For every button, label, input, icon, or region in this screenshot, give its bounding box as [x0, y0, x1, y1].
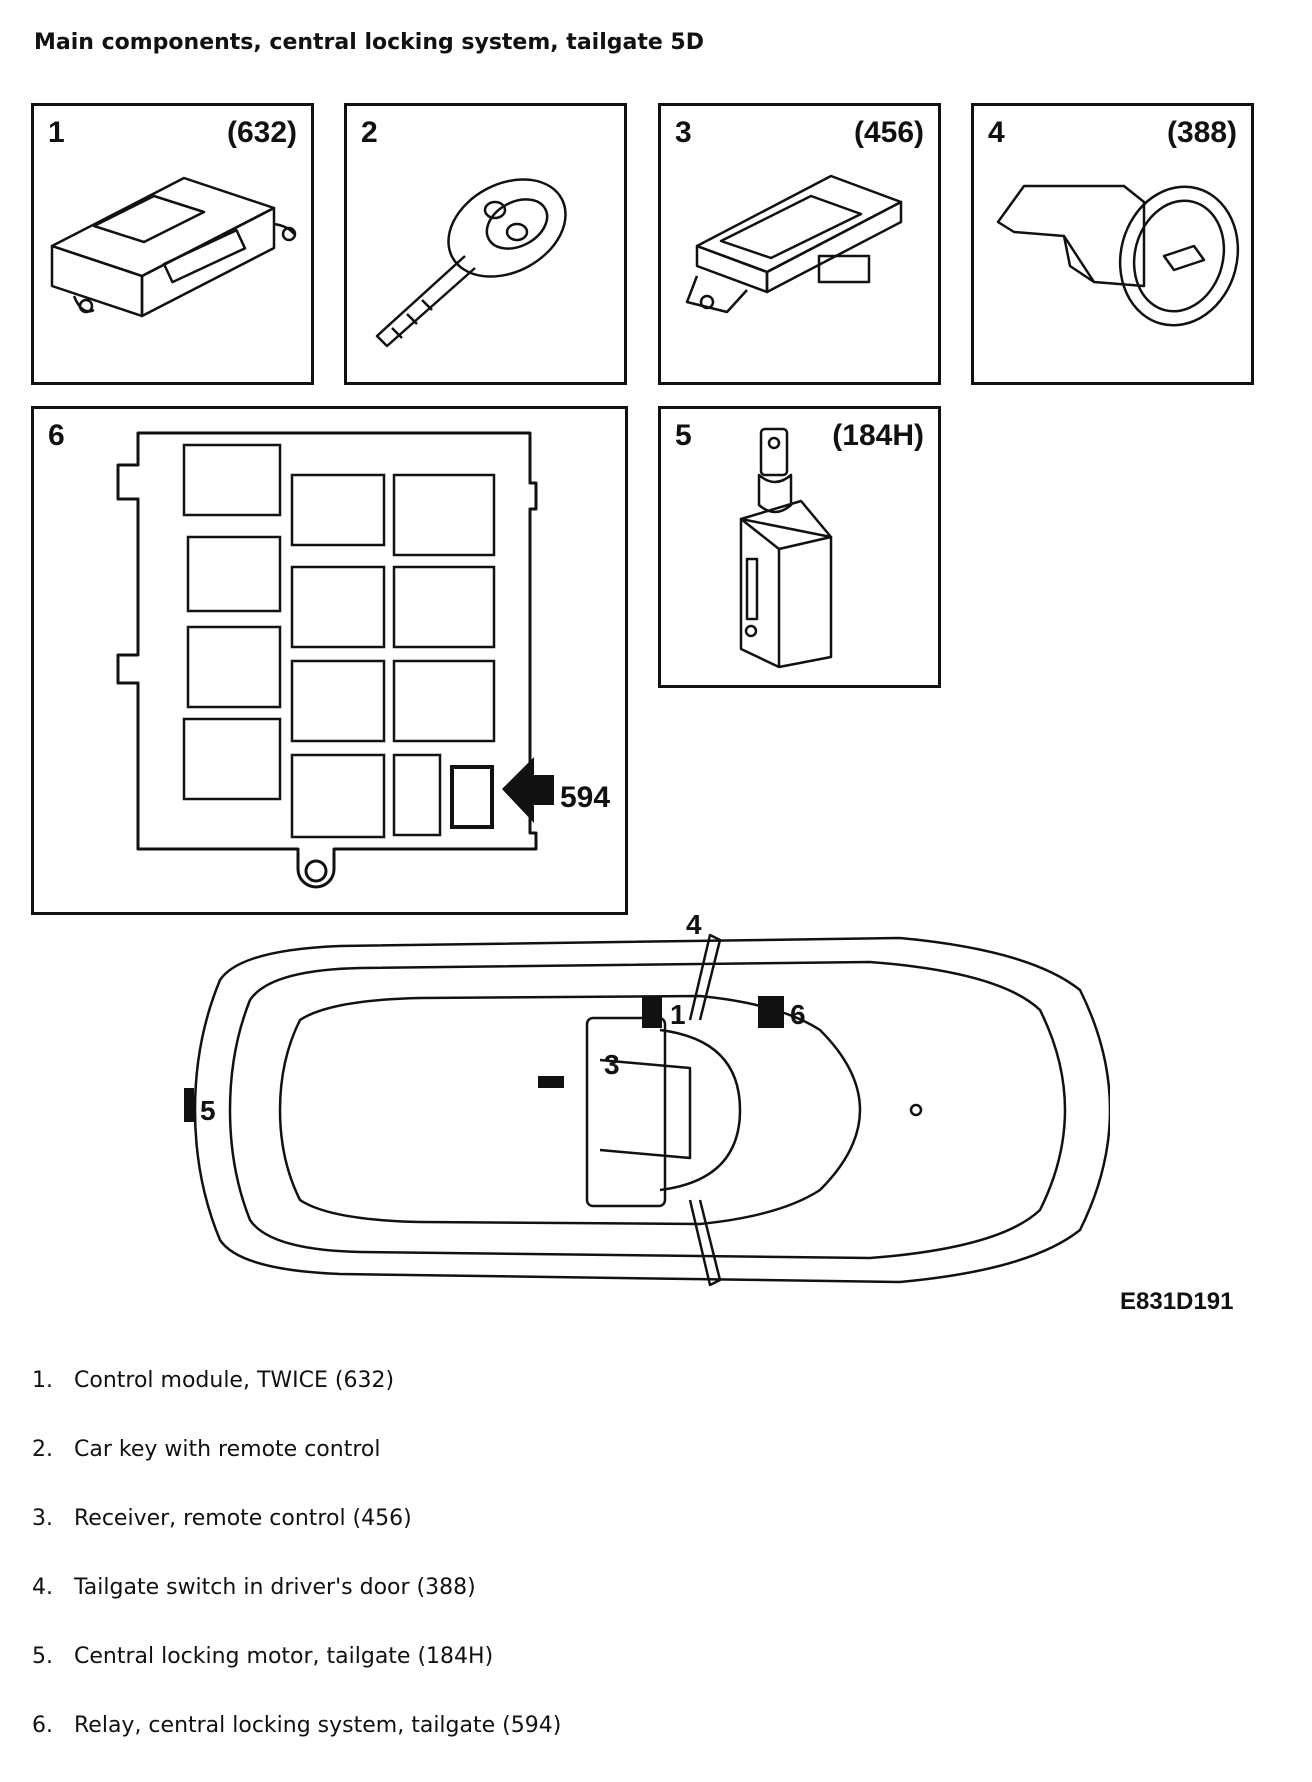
relay-callout: 594 [560, 781, 610, 814]
panel-locking-motor: 5 (184H) [658, 406, 941, 688]
receiver-illustration [685, 174, 903, 314]
legend-list: 1.Control module, TWICE (632) 2.Car key … [32, 1368, 561, 1782]
car-top-view-illustration: 1 3 4 5 6 [184, 910, 1110, 1287]
panel-receiver: 3 (456) [658, 103, 941, 385]
panel-number: 4 [988, 116, 1005, 149]
panel-code: (388) [1166, 116, 1237, 149]
panel-number: 5 [675, 419, 692, 452]
legend-text: Relay, central locking system, tailgate … [74, 1713, 562, 1738]
marker-4: 4 [686, 910, 702, 940]
legend-text: Car key with remote control [74, 1437, 381, 1462]
control-module-illustration [50, 176, 297, 318]
relay-box-illustration: 594 [116, 431, 610, 889]
list-item: 6.Relay, central locking system, tailgat… [32, 1713, 561, 1782]
panel-car-key: 2 [344, 103, 627, 385]
page-title: Main components, central locking system,… [34, 30, 705, 55]
panel-number: 1 [48, 116, 65, 149]
list-item: 3.Receiver, remote control (456) [32, 1506, 561, 1575]
list-item: 2.Car key with remote control [32, 1437, 561, 1506]
list-item: 4.Tailgate switch in driver's door (388) [32, 1575, 561, 1644]
panel-number: 6 [48, 419, 65, 452]
panel-tailgate-switch: 4 (388) [971, 103, 1254, 385]
panel-number: 2 [361, 116, 378, 149]
marker-1: 1 [670, 999, 686, 1030]
car-key-illustration [375, 178, 567, 348]
panel-code: (632) [226, 116, 297, 149]
marker-6: 6 [790, 999, 806, 1030]
legend-text: Tailgate switch in driver's door (388) [74, 1575, 476, 1600]
tailgate-switch-illustration [996, 184, 1240, 327]
legend-text: Central locking motor, tailgate (184H) [74, 1644, 494, 1669]
list-item: 5.Central locking motor, tailgate (184H) [32, 1644, 561, 1713]
panel-control-module: 1 (632) [31, 103, 314, 385]
locking-motor-illustration [739, 427, 833, 669]
figure-id: E831D191 [1120, 1288, 1234, 1315]
panel-number: 3 [675, 116, 692, 149]
panel-code: (456) [853, 116, 924, 149]
legend-text: Receiver, remote control (456) [74, 1506, 412, 1531]
legend-text: Control module, TWICE (632) [74, 1368, 395, 1393]
panel-code: (184H) [832, 419, 924, 452]
panel-relay-box: 594 6 [31, 406, 628, 915]
marker-3: 3 [604, 1049, 620, 1080]
list-item: 1.Control module, TWICE (632) [32, 1368, 561, 1437]
marker-5: 5 [200, 1095, 216, 1126]
